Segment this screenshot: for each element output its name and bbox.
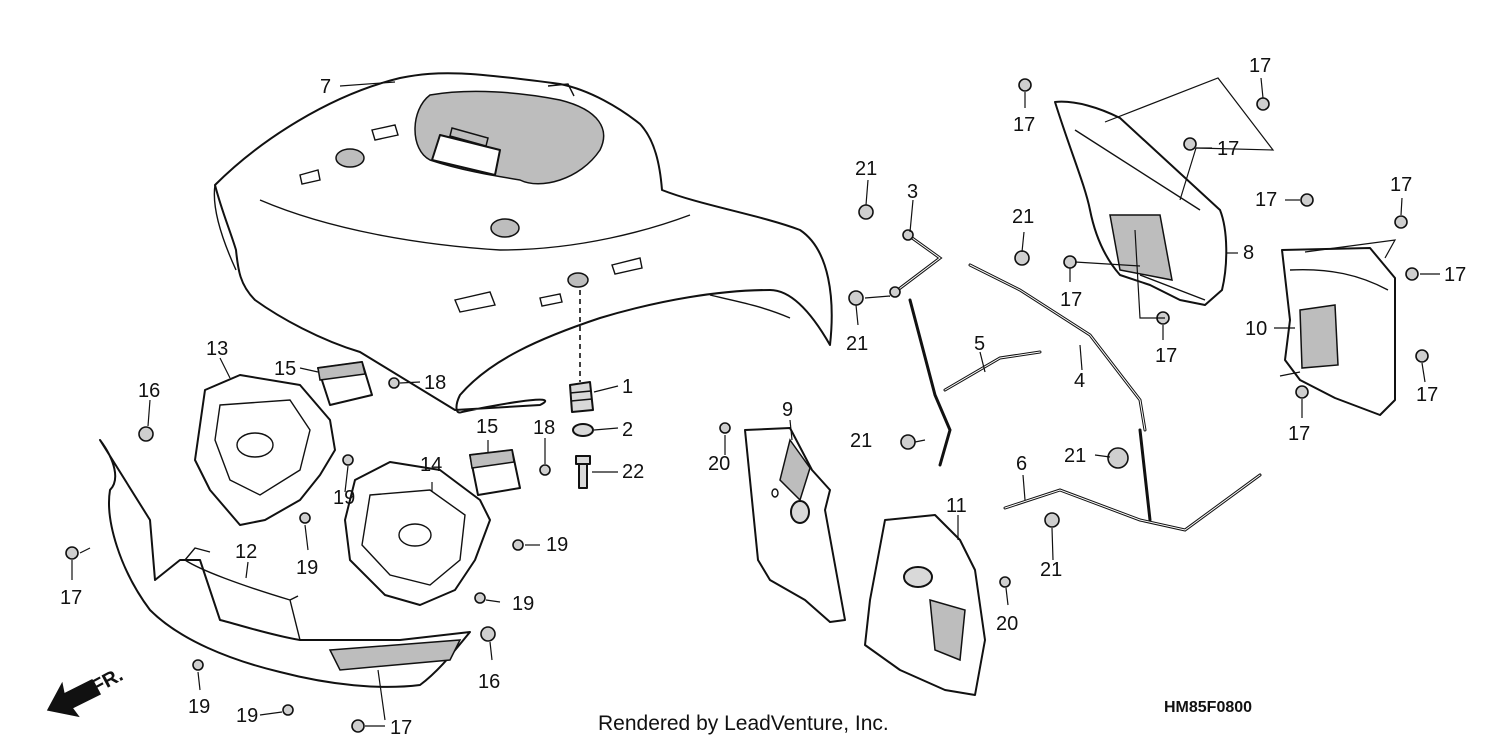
callout-17-e: 17: [1390, 174, 1412, 196]
rod-part-4: [968, 263, 1147, 432]
diagram-code: HM85F0800: [1164, 699, 1252, 716]
rod-part-3: [889, 229, 943, 298]
bracket-part-14: [344, 461, 491, 606]
callout-12: 12: [235, 541, 257, 563]
callout-19-f: 19: [236, 705, 258, 727]
callout-10: 10: [1245, 318, 1267, 340]
callout-5: 5: [974, 333, 985, 355]
front-direction-arrow: FR.: [46, 664, 127, 718]
callout-19-e: 19: [188, 696, 210, 718]
grommet-part-1: [569, 381, 594, 413]
callout-19-d: 19: [512, 593, 534, 615]
callout-labels: 1 2 22 3 4 5 6 7 8 9 10 11 12 13 14 15 1…: [60, 55, 1466, 739]
callout-19-c: 19: [546, 534, 568, 556]
callout-1: 1: [622, 376, 633, 398]
block-part-15-b: [469, 449, 521, 496]
callout-17-h: 17: [1155, 345, 1177, 367]
callout-16-a: 16: [138, 380, 160, 402]
callout-17-d: 17: [1255, 189, 1277, 211]
front-fender-part-7: [213, 72, 833, 414]
rod-part-5: [908, 298, 1042, 467]
callout-22: 22: [622, 461, 644, 483]
front-bumper-part-12: [99, 439, 471, 688]
rod-part-6: [1003, 428, 1262, 532]
callout-6: 6: [1016, 453, 1027, 475]
callout-21-b: 21: [846, 333, 868, 355]
callout-14: 14: [420, 454, 442, 476]
collar-part-2: [572, 423, 594, 437]
callout-15-b: 15: [476, 416, 498, 438]
callout-15-a: 15: [274, 358, 296, 380]
callout-17-g: 17: [1060, 289, 1082, 311]
mud-guard-part-9: [744, 427, 846, 623]
callout-20-a: 20: [708, 453, 730, 475]
side-cover-part-8: [1054, 100, 1228, 306]
block-part-15-a: [317, 361, 373, 406]
callout-17-l: 17: [390, 717, 412, 739]
render-credit: Rendered by LeadVenture, Inc.: [598, 712, 889, 735]
bracket-part-13: [194, 374, 336, 526]
callout-4: 4: [1074, 370, 1085, 392]
bolt-part-22: [575, 455, 591, 489]
callout-18-b: 18: [533, 417, 555, 439]
callout-9: 9: [782, 399, 793, 421]
callout-20-b: 20: [996, 613, 1018, 635]
callout-13: 13: [206, 338, 228, 360]
callout-17-a: 17: [1013, 114, 1035, 136]
callout-7: 7: [320, 76, 331, 98]
callout-16-b: 16: [478, 671, 500, 693]
callout-17-j: 17: [1288, 423, 1310, 445]
callout-3: 3: [907, 181, 918, 203]
callout-17-k: 17: [60, 587, 82, 609]
callout-18-a: 18: [424, 372, 446, 394]
callout-19-a: 19: [333, 487, 355, 509]
callout-2: 2: [622, 419, 633, 441]
callout-17-b: 17: [1249, 55, 1271, 77]
mud-guard-part-11: [864, 514, 986, 696]
callout-21-d: 21: [850, 430, 872, 452]
callout-21-f: 21: [1040, 559, 1062, 581]
callout-8: 8: [1243, 242, 1254, 264]
callout-21-e: 21: [1064, 445, 1086, 467]
callout-19-b: 19: [296, 557, 318, 579]
leader-lines: [71, 77, 1440, 727]
callout-21-c: 21: [1012, 206, 1034, 228]
callout-11: 11: [946, 495, 967, 517]
callout-17-f: 17: [1444, 264, 1466, 286]
callout-17-i: 17: [1416, 384, 1438, 406]
side-cover-part-10: [1281, 247, 1396, 416]
callout-21-a: 21: [855, 158, 877, 180]
callout-17-c: 17: [1217, 138, 1239, 160]
